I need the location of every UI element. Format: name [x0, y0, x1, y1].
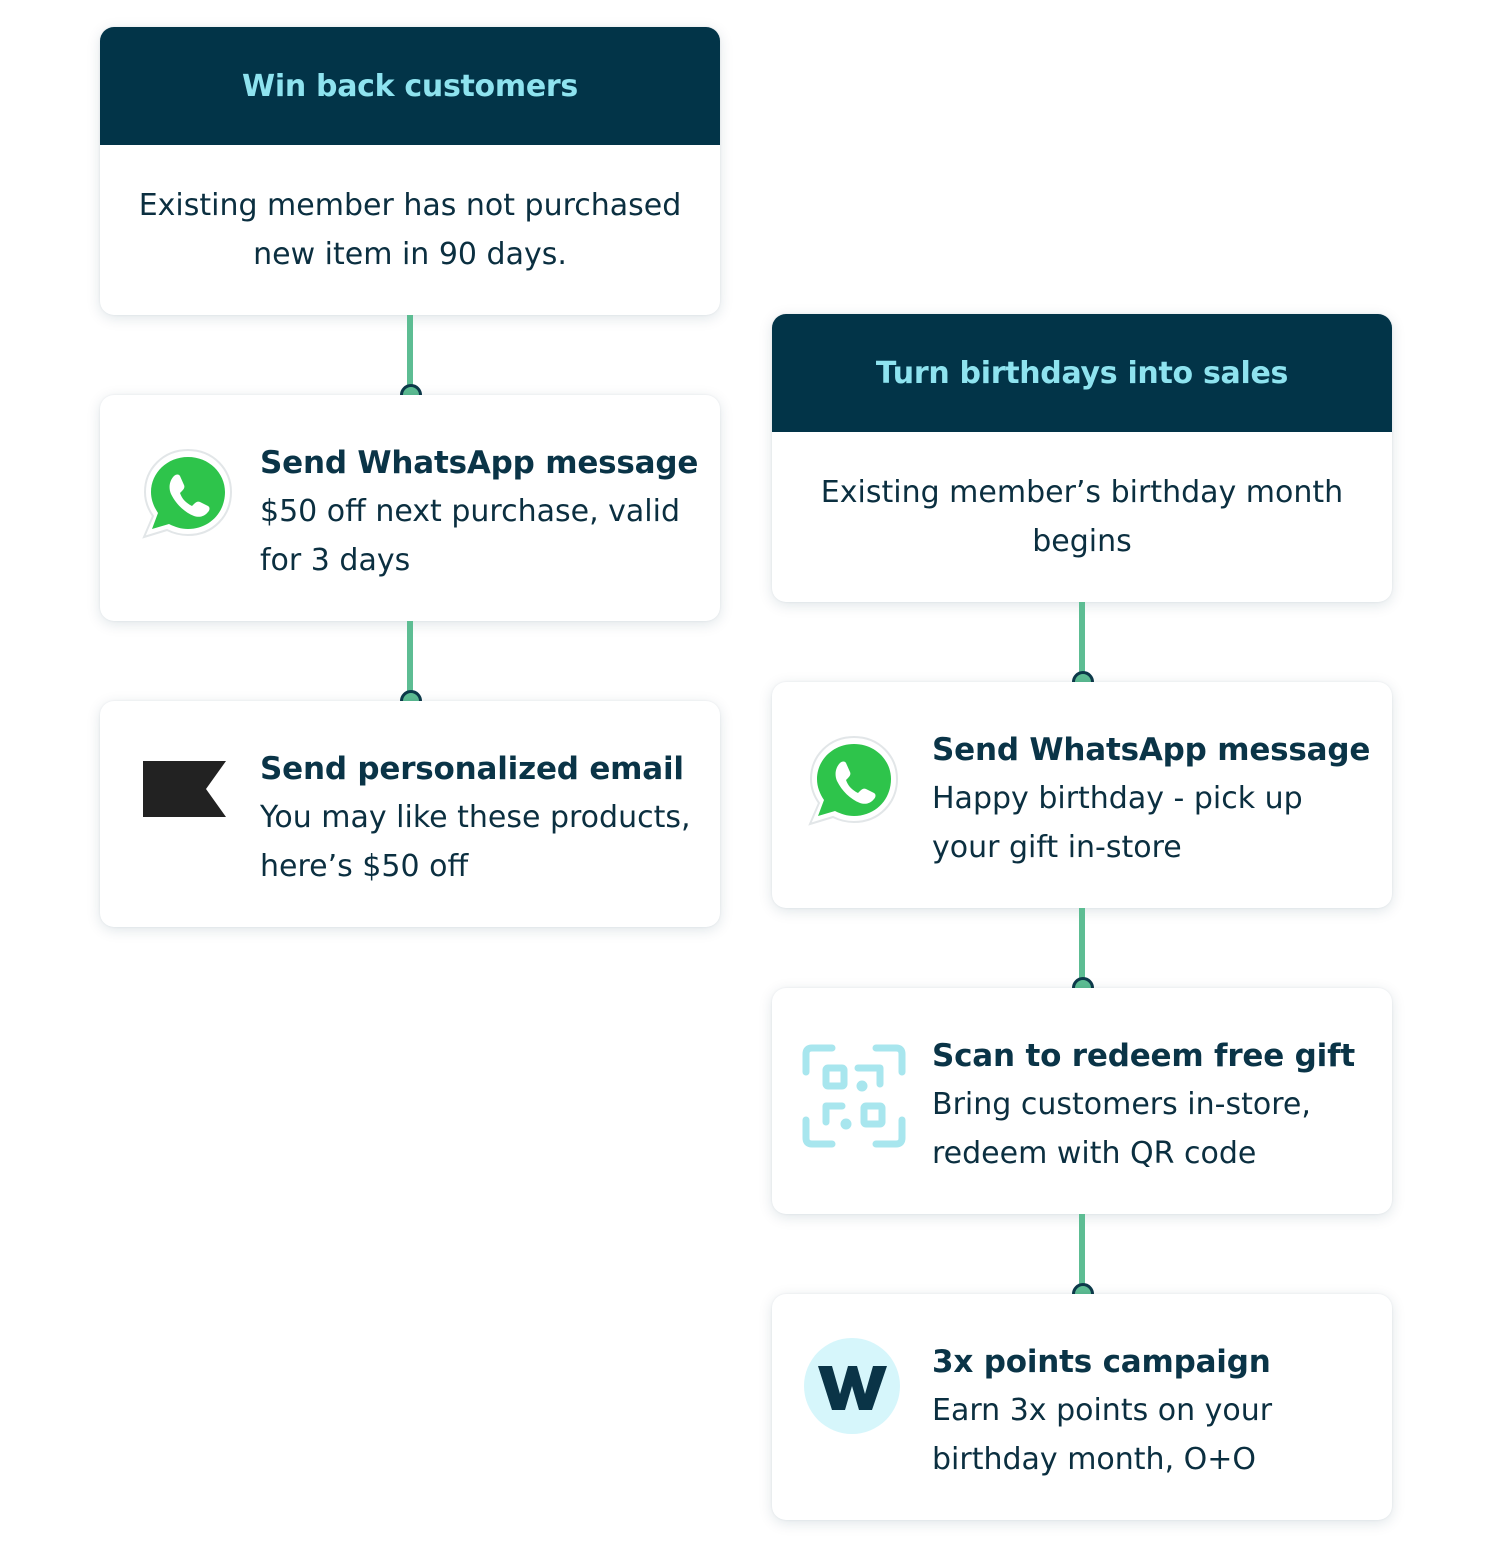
- connector-line: [1079, 908, 1085, 978]
- step-title: 3x points campaign: [932, 1344, 1271, 1380]
- step-card-whatsapp: Send WhatsApp message $50 off next purch…: [100, 395, 720, 621]
- step-description: Earn 3x points on your birthday month, O…: [932, 1393, 1273, 1477]
- step-title: Send WhatsApp message: [932, 732, 1371, 768]
- qr-scan-icon: [802, 1044, 906, 1148]
- whatsapp-icon: [138, 445, 238, 545]
- whatsapp-icon: [804, 732, 904, 832]
- step-card-qr-redeem: Scan to redeem free gift Bring customers…: [772, 988, 1392, 1214]
- step-text: 3x points campaign Earn 3x points on you…: [932, 1338, 1372, 1484]
- connector-line: [1079, 1214, 1085, 1284]
- step-text: Scan to redeem free gift Bring customers…: [932, 1032, 1372, 1178]
- connector-line: [1079, 602, 1085, 672]
- step-card-email: Send personalized email You may like the…: [100, 701, 720, 927]
- flow-title: Win back customers: [100, 27, 720, 145]
- step-card-points-campaign: 3x points campaign Earn 3x points on you…: [772, 1294, 1392, 1520]
- flow-win-back-trigger-card: Win back customers Existing member has n…: [100, 27, 720, 315]
- step-title: Send personalized email: [260, 751, 684, 787]
- trigger-text: Existing member’s birthday month begins: [820, 475, 1344, 559]
- step-description: $50 off next purchase, valid for 3 days: [260, 494, 680, 578]
- flag-icon: [138, 753, 238, 853]
- step-title: Scan to redeem free gift: [932, 1038, 1355, 1074]
- step-text: Send personalized email You may like the…: [260, 745, 700, 891]
- flow-title: Turn birthdays into sales: [772, 314, 1392, 432]
- step-card-whatsapp: Send WhatsApp message Happy birthday - p…: [772, 682, 1392, 908]
- w-logo-icon: [802, 1336, 902, 1436]
- trigger-text: Existing member has not purchased new it…: [138, 188, 682, 272]
- step-description: You may like these products, here’s $50 …: [260, 800, 691, 884]
- connector-line: [407, 621, 413, 691]
- step-description: Bring customers in-store, redeem with QR…: [932, 1087, 1311, 1171]
- connector-line: [407, 315, 413, 385]
- step-title: Send WhatsApp message: [260, 445, 699, 481]
- step-text: Send WhatsApp message $50 off next purch…: [260, 439, 700, 585]
- step-description: Happy birthday - pick up your gift in-st…: [932, 781, 1303, 865]
- flow-birthday-trigger-card: Turn birthdays into sales Existing membe…: [772, 314, 1392, 602]
- step-text: Send WhatsApp message Happy birthday - p…: [932, 726, 1372, 872]
